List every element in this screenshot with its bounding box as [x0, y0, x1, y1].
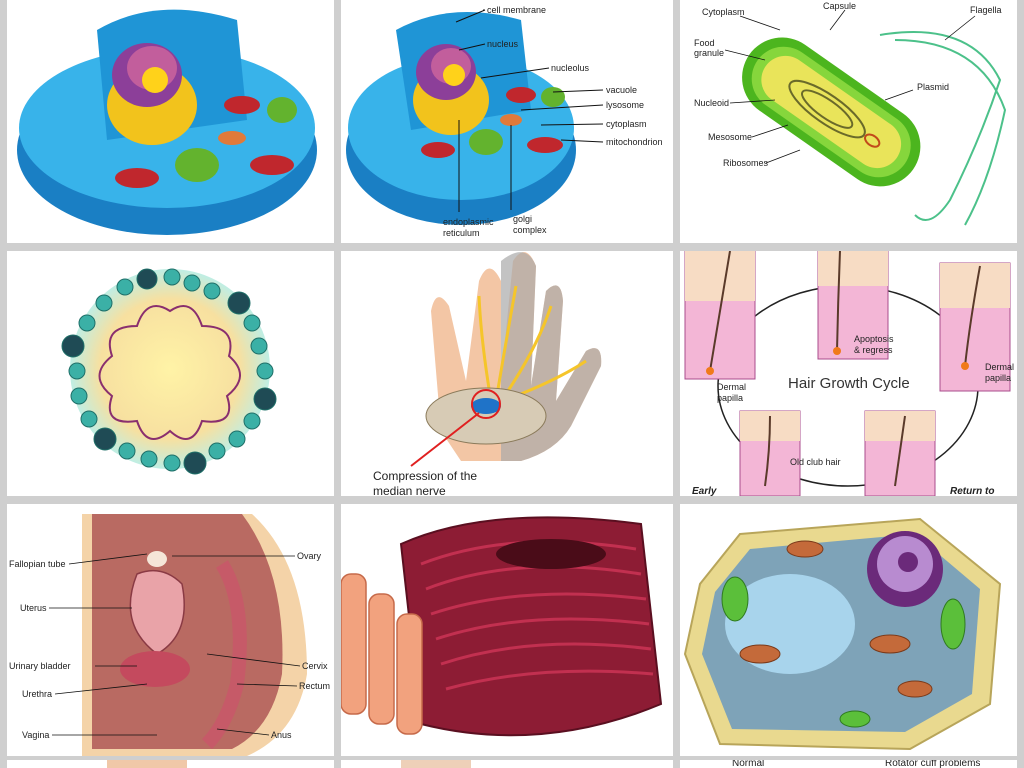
label-food-2: granule — [694, 48, 724, 58]
label-apoptosis-2: & regress — [854, 345, 893, 355]
label-vagina: Vagina — [22, 730, 49, 740]
label-dermal-left-1: Dermal — [717, 382, 746, 392]
tile-hair-growth-cycle: Hair Growth Cycle Apoptosis & regress De… — [680, 251, 1017, 496]
labeled-cell-illustration: cell membrane nucleus nucleolus vacuole … — [346, 5, 663, 238]
label-mitochondrion: mitochondrion — [606, 137, 663, 147]
label-mesosome: Mesosome — [708, 132, 752, 142]
label-golgi-2: complex — [513, 225, 547, 235]
label-plasmid: Plasmid — [917, 82, 949, 92]
label-urinary-bladder: Urinary bladder — [9, 661, 71, 671]
tile-bacteria: Cytoplasm Capsule Flagella Food granule … — [680, 0, 1017, 243]
bacteria-illustration: Cytoplasm Capsule Flagella Food granule … — [694, 1, 1007, 226]
golgi-illustration — [341, 516, 663, 737]
tile-plant-cell — [680, 504, 1017, 756]
label-fallopian-tube: Fallopian tube — [9, 559, 66, 569]
label-capsule: Capsule — [823, 1, 856, 11]
label-rectum: Rectum — [299, 681, 330, 691]
label-cell-membrane: cell membrane — [487, 5, 546, 15]
label-normal: Normal — [732, 760, 765, 768]
tile-animal-cell-plain — [7, 0, 334, 243]
bottom-strip-middle — [341, 760, 673, 768]
bottom-strip-right: Normal Rotator cuff problems — [680, 760, 1017, 768]
label-dermal-left-2: papilla — [717, 393, 743, 403]
label-er-2: reticulum — [443, 228, 480, 238]
label-anus: Anus — [271, 730, 292, 740]
bead-ring-illustration — [61, 268, 277, 475]
label-cytoplasm: cytoplasm — [606, 119, 647, 129]
label-ovary: Ovary — [297, 551, 322, 561]
strip-peek-shape-2 — [401, 760, 471, 768]
tile-hand-median-nerve: Compression of the median nerve — [341, 251, 673, 496]
tile-female-anatomy: Fallopian tube Ovary Uterus Urinary blad… — [7, 504, 334, 756]
bottom-strip-left — [7, 760, 334, 768]
hand-caption-2: median nerve — [373, 484, 446, 496]
strip-peek-shape — [107, 760, 187, 768]
label-early: Early — [692, 486, 717, 496]
hand-illustration: Compression of the median nerve — [373, 252, 602, 496]
label-nucleolus: nucleolus — [551, 63, 590, 73]
label-uterus: Uterus — [20, 603, 47, 613]
label-cytoplasm-bacteria: Cytoplasm — [702, 7, 745, 17]
label-return-to: Return to — [950, 486, 994, 496]
label-nucleoid: Nucleoid — [694, 98, 729, 108]
plant-cell-illustration — [683, 517, 1002, 751]
label-dermal-right-2: papilla — [985, 373, 1011, 383]
label-rotator-cuff: Rotator cuff problems — [885, 760, 981, 768]
label-ribosomes: Ribosomes — [723, 158, 769, 168]
label-cervix: Cervix — [302, 661, 328, 671]
label-er-1: endoplasmic — [443, 217, 494, 227]
label-food-1: Food — [694, 38, 715, 48]
female-anatomy-illustration: Fallopian tube Ovary Uterus Urinary blad… — [9, 514, 330, 756]
tile-bead-ring — [7, 251, 334, 496]
hair-cycle-title: Hair Growth Cycle — [788, 375, 910, 392]
label-old-club-hair: Old club hair — [790, 457, 841, 467]
tile-golgi-apparatus — [341, 504, 673, 756]
label-vacuole: vacuole — [606, 85, 637, 95]
label-dermal-right-1: Dermal — [985, 362, 1014, 372]
animal-cell-illustration — [17, 9, 317, 235]
label-golgi-1: golgi — [513, 214, 532, 224]
tile-animal-cell-labeled: cell membrane nucleus nucleolus vacuole … — [341, 0, 673, 243]
label-lysosome: lysosome — [606, 100, 644, 110]
hand-caption-1: Compression of the — [373, 469, 477, 483]
hair-cycle-illustration: Hair Growth Cycle Apoptosis & regress De… — [684, 251, 1014, 496]
label-nucleus: nucleus — [487, 39, 519, 49]
label-flagella: Flagella — [970, 5, 1002, 15]
label-apoptosis-1: Apoptosis — [854, 334, 894, 344]
label-urethra: Urethra — [22, 689, 52, 699]
